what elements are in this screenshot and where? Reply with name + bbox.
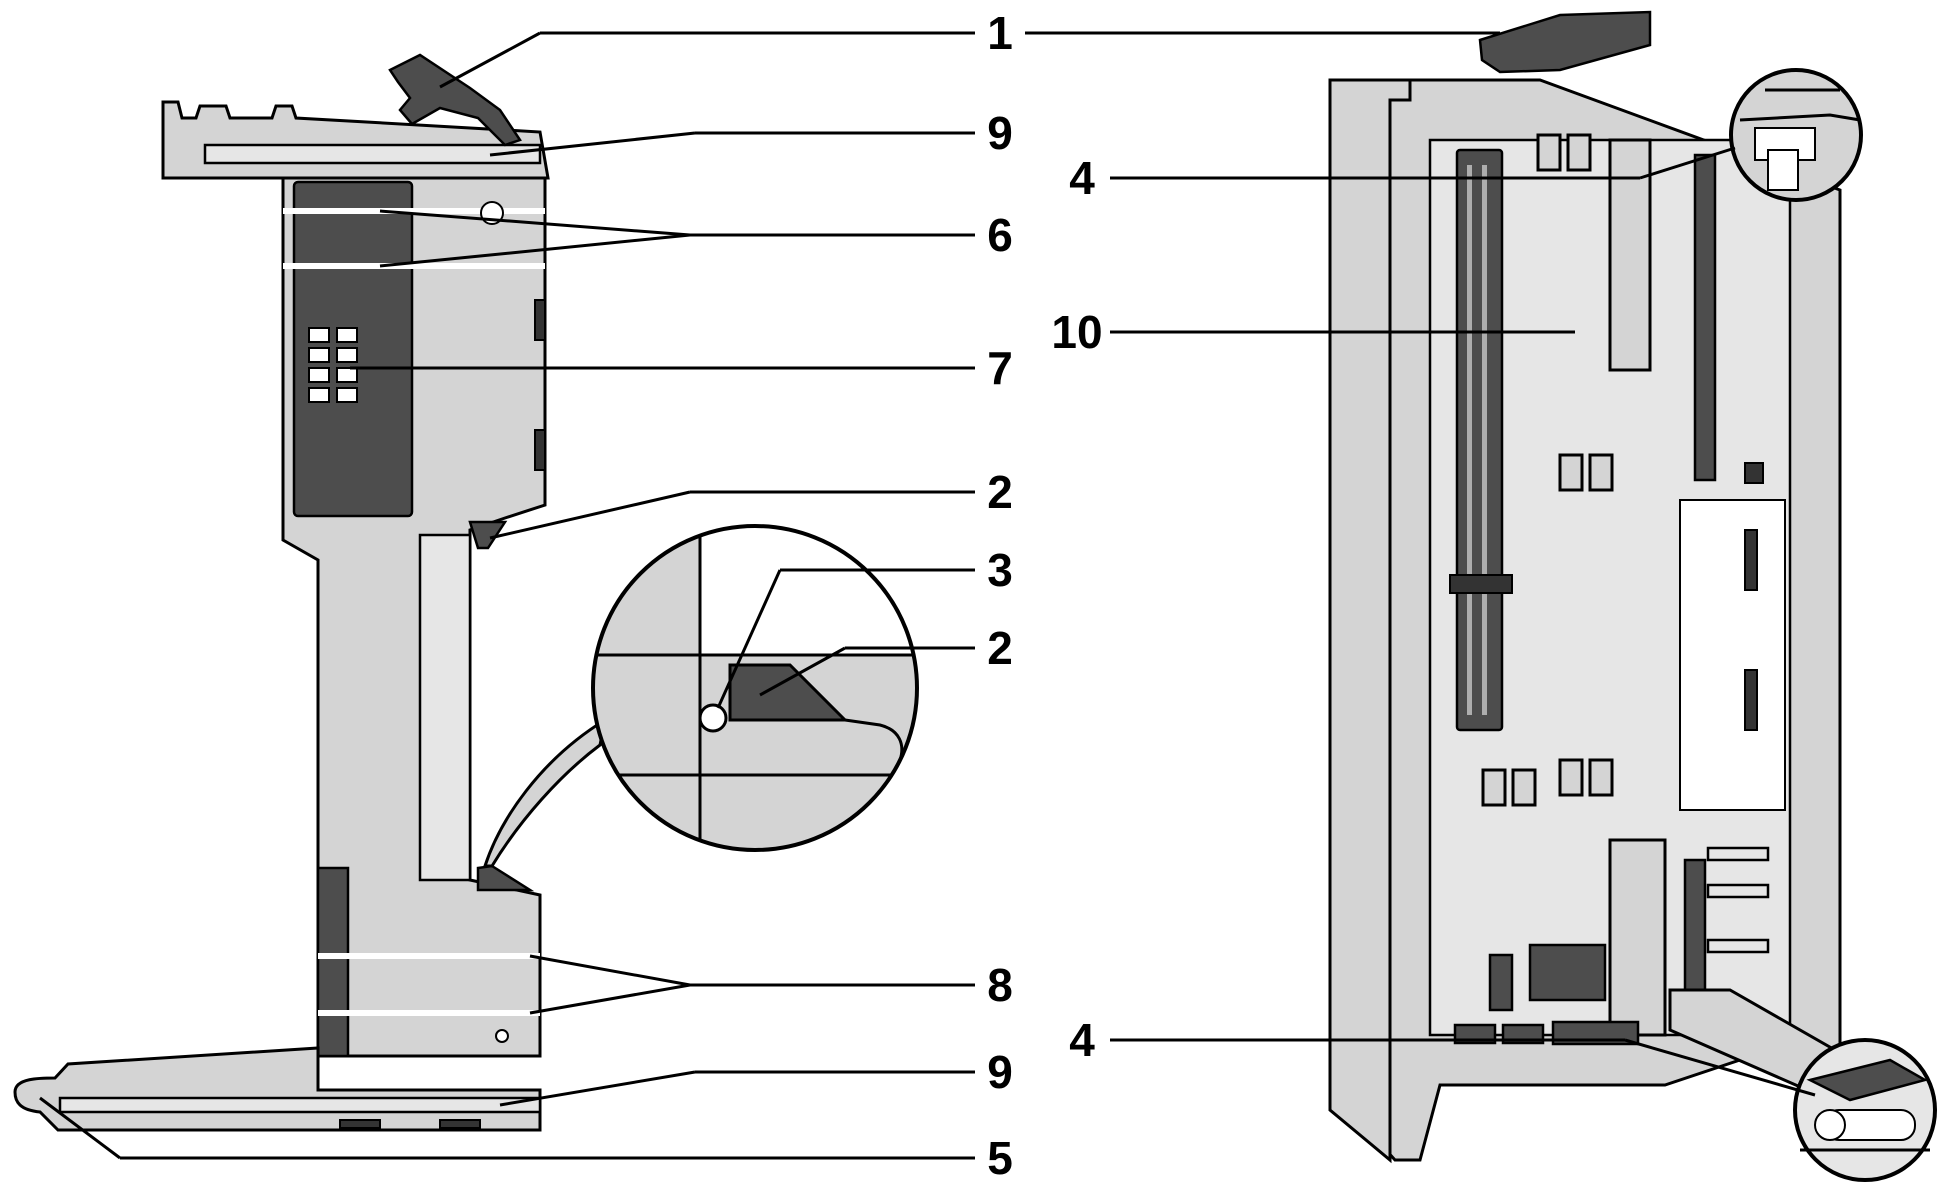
callout-4-bottom: 4 xyxy=(1069,1014,1095,1066)
connector-pins xyxy=(1467,165,1487,715)
cavity-clips xyxy=(1481,133,1614,807)
callout-2-lower: 2 xyxy=(987,622,1013,674)
lower-detail-circle xyxy=(1793,1038,1937,1182)
callout-10: 10 xyxy=(1051,306,1102,358)
callout-1: 1 xyxy=(987,7,1013,59)
callout-7: 7 xyxy=(987,342,1013,394)
callout-4-top: 4 xyxy=(1069,152,1095,204)
upper-detail-circle xyxy=(1729,68,1863,202)
callout-9-top: 9 xyxy=(987,107,1013,159)
callout-3: 3 xyxy=(987,544,1013,596)
pin-block xyxy=(308,327,358,403)
callout-5: 5 xyxy=(987,1132,1013,1184)
callout-2-upper: 2 xyxy=(987,466,1013,518)
callout-9-bottom: 9 xyxy=(987,1046,1013,1098)
callout-6: 6 xyxy=(987,209,1013,261)
side-view-module xyxy=(13,53,550,1132)
callout-8: 8 xyxy=(987,959,1013,1011)
perspective-view-base xyxy=(1328,10,1937,1182)
leader-lines xyxy=(39,31,1816,1160)
callout-labels: 1 9 4 6 10 7 2 3 2 8 4 9 5 xyxy=(987,7,1102,1184)
